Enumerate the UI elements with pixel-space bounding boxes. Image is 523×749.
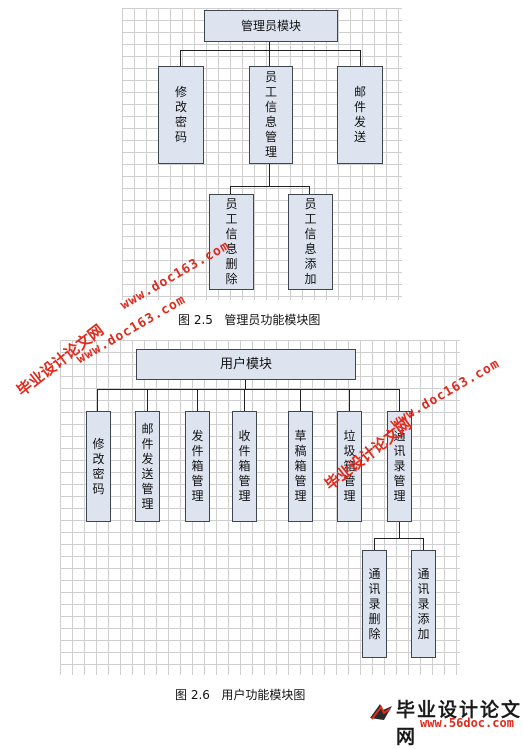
admin-staff-add-label: 员工信息添加 (304, 197, 317, 286)
d1-hbar (180, 50, 361, 51)
d2-drop-5 (300, 389, 301, 411)
diagram2-caption: 图 2.6 用户功能模块图 (175, 688, 306, 702)
admin-change-password-box: 修改密码 (158, 66, 204, 164)
admin-staff-delete-label: 员工信息删除 (225, 197, 238, 286)
d2-drop-2 (147, 389, 148, 411)
user-mail-send-manage-box: 邮件发送管理 (135, 411, 160, 522)
user-contacts-manage-label: 通讯录管理 (393, 429, 406, 503)
d2-drop-7 (399, 389, 400, 411)
user-contacts-delete-label: 通讯录删除 (368, 566, 381, 641)
user-outbox-manage-label: 发件箱管理 (191, 429, 204, 503)
user-change-password-label: 修改密码 (92, 436, 105, 496)
d2-drop-1 (97, 389, 98, 411)
user-inbox-manage-label: 收件箱管理 (238, 429, 251, 503)
d2-drop-4 (244, 389, 245, 411)
logo-mark-icon (370, 704, 392, 720)
d2-drop-3 (197, 389, 198, 411)
d2-sub-drop-2 (423, 538, 424, 550)
d2-sub-drop-1 (374, 538, 375, 550)
admin-staff-manage-label: 员工信息管理 (264, 70, 277, 159)
user-mail-send-manage-label: 邮件发送管理 (141, 421, 154, 511)
admin-change-password-label: 修改密码 (174, 85, 187, 144)
user-contacts-add-label: 通讯录添加 (417, 566, 430, 641)
d2-hbar (97, 389, 400, 390)
diagram1-caption: 图 2.5 管理员功能模块图 (178, 313, 321, 327)
admin-root-box: 管理员模块 (204, 10, 338, 42)
d2-sub-stem (399, 522, 400, 539)
user-contacts-add-box: 通讯录添加 (411, 550, 436, 658)
admin-staff-add-box: 员工信息添加 (288, 194, 333, 290)
user-drafts-manage-label: 草稿箱管理 (294, 429, 307, 503)
user-root-label: 用户模块 (219, 357, 272, 372)
d1-drop-3 (360, 50, 361, 66)
admin-send-mail-box: 邮件发送 (337, 66, 383, 164)
user-change-password-box: 修改密码 (86, 411, 111, 522)
d1-sub-drop-1 (230, 186, 231, 194)
d1-drop-1 (180, 50, 181, 66)
user-root-box: 用户模块 (136, 349, 356, 380)
user-outbox-manage-box: 发件箱管理 (185, 411, 210, 522)
logo-url: www.56doc.com (420, 716, 514, 730)
user-trash-manage-label: 垃圾箱管理 (343, 429, 356, 503)
d2-sub-hbar (374, 538, 424, 539)
user-contacts-manage-box: 通讯录管理 (387, 411, 412, 522)
d1-sub-drop-2 (309, 186, 310, 194)
d1-drop-2 (269, 50, 270, 66)
admin-send-mail-label: 邮件发送 (353, 85, 366, 144)
user-drafts-manage-box: 草稿箱管理 (288, 411, 313, 522)
admin-staff-delete-box: 员工信息删除 (209, 194, 254, 290)
user-trash-manage-box: 垃圾箱管理 (337, 411, 362, 522)
d2-root-stem (245, 380, 246, 390)
user-inbox-manage-box: 收件箱管理 (232, 411, 257, 522)
user-contacts-delete-box: 通讯录删除 (362, 550, 387, 658)
d1-sub-hbar (230, 186, 310, 187)
admin-staff-manage-box: 员工信息管理 (249, 66, 293, 164)
admin-root-label: 管理员模块 (240, 18, 301, 33)
d2-drop-6 (349, 389, 350, 411)
d1-sub-stem (269, 164, 270, 187)
d1-root-stem (269, 42, 270, 51)
